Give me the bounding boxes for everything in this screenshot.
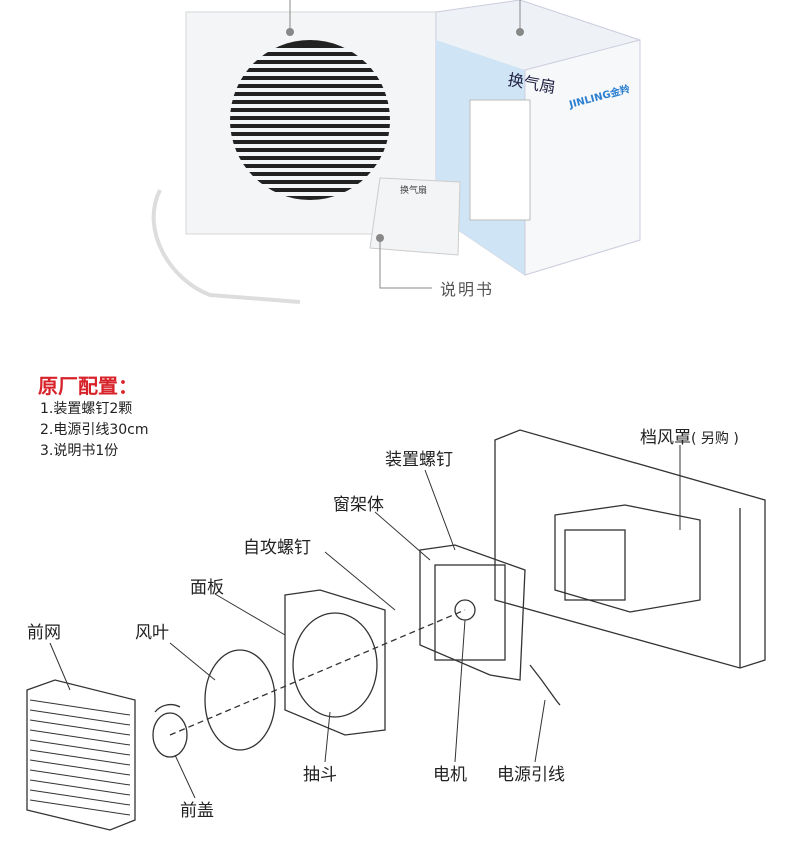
label-mount-screw: 装置螺钉 (385, 450, 453, 470)
config-item: 1.装置螺钉2颗 (40, 401, 133, 417)
manual-label: 说明书 (440, 280, 495, 299)
label-power-cord: 电源引线 (497, 765, 565, 785)
label-drawer: 抽斗 (303, 765, 337, 785)
config-item: 3.说明书1份 (40, 443, 119, 459)
label-panel: 面板 (190, 578, 224, 598)
label-front-cover: 前盖 (180, 801, 214, 821)
label-wind-hood: 档风罩( 另购 ) (640, 423, 739, 448)
label-front-grille: 前网 (27, 623, 61, 643)
wind-hood-note: ( 另购 ) (691, 431, 739, 447)
config-item: 2.电源引线30cm (40, 422, 149, 438)
label-fan-blade: 风叶 (135, 623, 169, 643)
config-title: 原厂配置： (38, 374, 138, 398)
label-window-frame: 窗架体 (333, 495, 384, 515)
manual-cover-title: 换气扇 (400, 186, 428, 196)
label-motor: 电机 (433, 765, 467, 785)
manual-photo (369, 177, 461, 256)
box-photo (435, 0, 641, 276)
label-self-tap-screw: 自攻螺钉 (243, 538, 311, 558)
wind-hood-text: 档风罩 (640, 428, 691, 448)
fan-photo (151, 0, 437, 304)
exploded-diagram (26, 429, 766, 831)
